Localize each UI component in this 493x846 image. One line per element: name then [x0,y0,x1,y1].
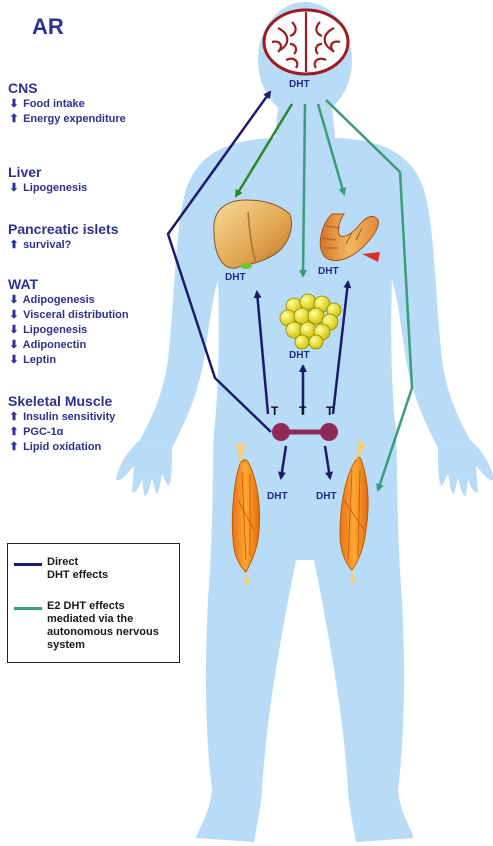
autonomic-arrows [234,99,414,492]
section-heading: Skeletal Muscle [8,393,113,409]
testosterone-hub [272,423,338,441]
down-arrow-icon: ⬇ [9,98,19,110]
t-label-center: T [299,404,307,418]
section-heading: Pancreatic islets [8,221,119,237]
direct-arrows [166,90,352,480]
section-cns: CNS ⬇ Food intake ⬆ Energy expenditure [8,80,198,127]
section-liver: Liver ⬇ Lipogenesis [8,164,198,196]
t-label-left: T [271,404,279,418]
brain [262,8,350,76]
pancreas [319,213,380,262]
down-arrow-icon: ⬇ [9,309,19,321]
legend-direct-swatch [14,563,42,566]
figure-title: AR [32,14,64,39]
section-wat: WAT ⬇ Adipogenesis ⬇ Visceral distributi… [8,276,198,368]
legend: Direct DHT effects E2 DHT effects mediat… [7,543,180,663]
section-skeletal-muscle: Skeletal Muscle ⬆ Insulin sensitivity ⬆ … [8,393,198,455]
effect-row: ⬆ Energy expenditure [9,113,126,125]
dht-label-brain: DHT [289,79,310,90]
dht-label-liver: DHT [225,272,246,283]
muscle-left [231,444,260,584]
effect-row: ⬆ Insulin sensitivity [9,411,116,423]
effect-row: ⬇ Adipogenesis [9,294,95,306]
effect-row: ⬇ Leptin [9,354,57,366]
up-arrow-icon: ⬆ [9,113,19,125]
dht-label-muscle-right: DHT [316,491,337,502]
down-arrow-icon: ⬇ [9,294,19,306]
effect-row: ⬆ PGC-1α [9,426,64,438]
effect-row: ⬇ Lipogenesis [9,182,88,194]
liver [213,199,292,269]
effect-row: ⬇ Visceral distribution [9,309,129,321]
effect-row: ⬆ survival? [9,239,72,251]
effect-row: ⬇ Lipogenesis [9,324,88,336]
section-heading: WAT [8,276,39,292]
muscle-right [339,440,369,582]
down-arrow-icon: ⬇ [9,339,19,351]
down-arrow-icon: ⬇ [9,182,19,194]
effect-row: ⬇ Adiponectin [9,339,87,351]
up-arrow-icon: ⬆ [9,411,19,423]
up-arrow-icon: ⬆ [9,239,19,251]
dht-label-adipose: DHT [289,350,310,361]
section-heading: Liver [8,164,42,180]
section-pancreatic-islets: Pancreatic islets ⬆ survival? [8,221,198,253]
section-heading: CNS [8,80,38,96]
down-arrow-icon: ⬇ [9,324,19,336]
down-arrow-icon: ⬇ [9,354,19,366]
effect-row: ⬆ Lipid oxidation [9,441,102,453]
up-arrow-icon: ⬆ [9,426,19,438]
dht-label-pancreas: DHT [318,266,339,277]
effect-row: ⬇ Food intake [9,98,85,110]
adipose-tissue [279,293,342,350]
up-arrow-icon: ⬆ [9,441,19,453]
t-label-right: T [326,404,334,418]
legend-direct-label: Direct DHT effects [47,556,109,581]
dht-label-muscle-left: DHT [267,491,288,502]
legend-autonomic-label: E2 DHT effects mediated via the autonomo… [47,600,159,651]
legend-autonomic-swatch [14,607,42,610]
